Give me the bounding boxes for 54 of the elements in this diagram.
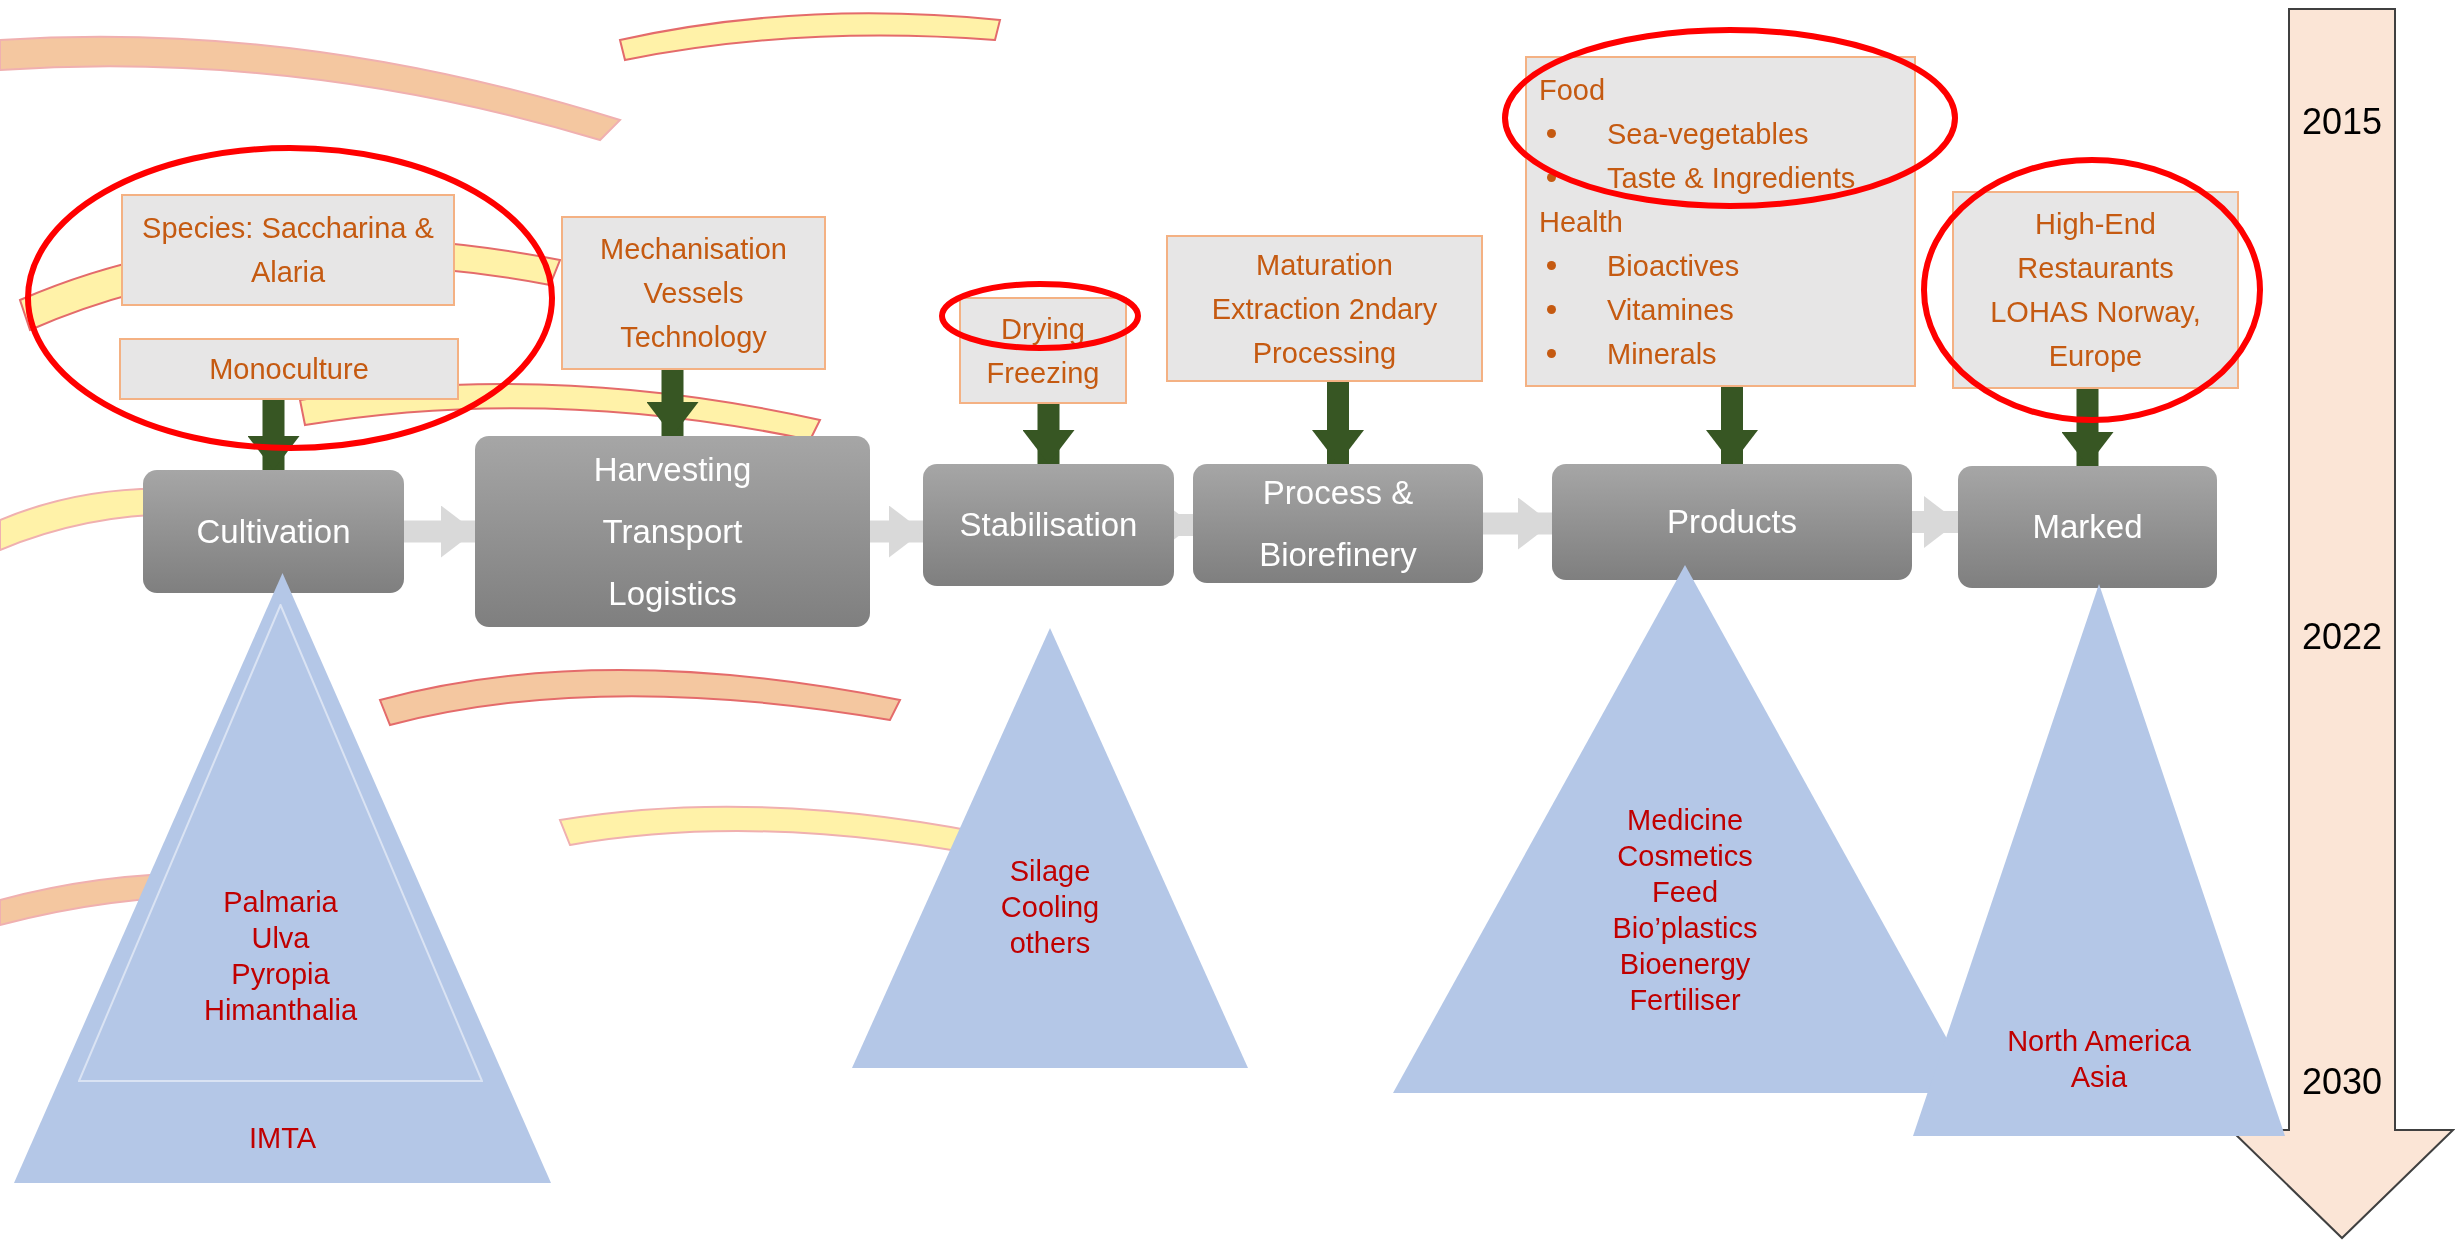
year-label: 2030	[2300, 1060, 2384, 1104]
triangle	[1912, 583, 2286, 1137]
year-label: 2022	[2300, 615, 2384, 659]
text-box	[1952, 191, 2239, 389]
arrow	[1483, 497, 1552, 550]
node-text: Silage Cooling others	[1000, 854, 1100, 961]
arrow	[646, 370, 699, 436]
node-text: Marked	[2032, 507, 2143, 547]
process-box	[1958, 466, 2217, 588]
year-label: 2015	[2300, 100, 2384, 144]
node-text: IMTA	[248, 1121, 317, 1156]
node-text: Maturation Extraction 2ndary Processing	[1210, 247, 1439, 371]
arrow	[1312, 382, 1364, 464]
arrow	[247, 400, 300, 470]
process-box	[1193, 464, 1483, 583]
arrow	[1706, 387, 1758, 464]
node-text: Monoculture	[209, 352, 369, 387]
node-text: Stabilisation	[959, 505, 1138, 545]
node-text: Palmaria Ulva Pyropia Himanthalia	[203, 885, 358, 1028]
node-text: Process & Biorefinery	[1258, 472, 1418, 575]
node-text: Species: Saccharina & Alaria	[141, 211, 435, 290]
arrow	[870, 505, 923, 558]
heading-text: Food	[1539, 72, 1607, 108]
text-box	[561, 216, 826, 370]
node-text: Products	[1666, 502, 1798, 542]
process-box	[923, 464, 1174, 586]
text-box	[121, 194, 455, 306]
triangle	[13, 572, 552, 1184]
node-text: Drying Freezing	[986, 311, 1100, 391]
process-box	[1552, 464, 1912, 580]
node-text: High-End Restaurants LOHAS Norway, Europe	[1989, 207, 2202, 374]
bullet-item: Sea-vegetables	[1539, 111, 1902, 156]
triangle	[851, 627, 1249, 1069]
bullet-item: Taste & Ingredients	[1539, 155, 1902, 200]
process-box	[143, 470, 404, 593]
node-text: Medicine Cosmetics Feed Bio’plastics Bioenergy Fertiliser	[1612, 803, 1758, 1018]
bullet-item: Minerals	[1539, 331, 1902, 376]
node-text: Harvesting Transport Logistics	[593, 449, 752, 614]
arrow	[1912, 496, 1958, 548]
text-box	[119, 338, 459, 400]
bullet-item: Vitamines	[1539, 287, 1902, 332]
bullet-item: Bioactives	[1539, 243, 1902, 288]
node-text: Cultivation	[196, 511, 351, 552]
inner-triangle	[78, 604, 483, 1082]
text-box	[1166, 235, 1483, 382]
heading-text: Health	[1539, 204, 1624, 240]
arrow	[1022, 404, 1075, 464]
text-box	[959, 297, 1127, 404]
node-text: Mechanisation Vessels Technology	[600, 232, 787, 355]
node-text: North America Asia	[2006, 1024, 2192, 1095]
text-box	[1525, 56, 1916, 387]
process-box	[475, 436, 870, 627]
arrow	[404, 505, 475, 558]
arrow	[2061, 389, 2114, 466]
